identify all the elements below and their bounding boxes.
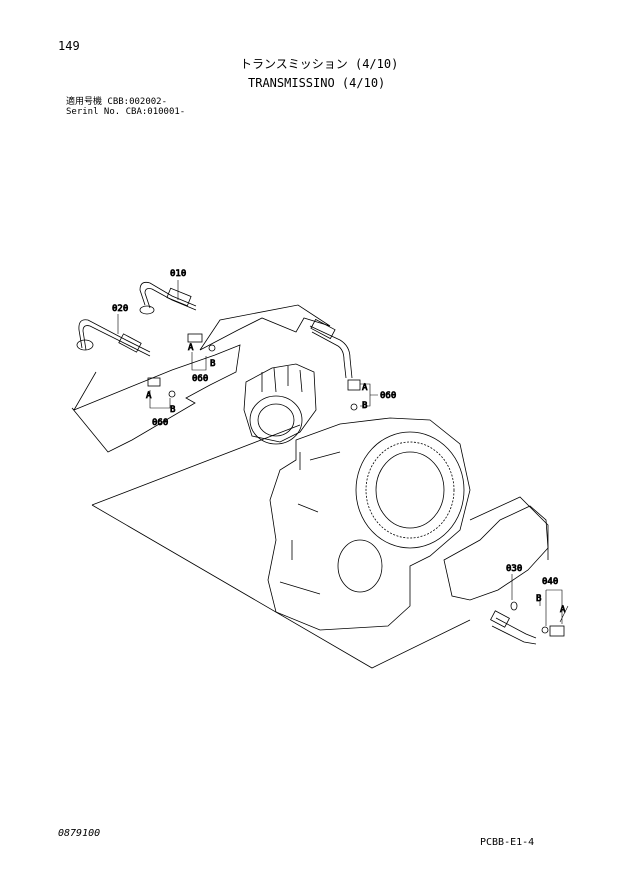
bolt-040 [549,625,565,637]
callout-060-upper: 060 [192,374,208,384]
pipe-right-upper [309,325,353,379]
applicable-serial-line: 適用号機 CBB:002002- [66,97,168,107]
document-code: 0879100 [58,828,101,839]
callout-040: 040 [542,577,558,587]
o-ring-030 [510,601,518,611]
washer-040 [541,626,549,634]
pipe-020 [78,319,151,357]
page-title-japanese: トランスミッション (4/10) [240,57,399,71]
housing-detail-lines [279,451,341,595]
callout-label-a: A [560,605,566,615]
callout-label-b: B [210,359,215,369]
page-number: 149 [58,39,80,53]
assembly-boundary-line-upper [73,304,331,411]
ring-gear-outer [355,431,465,549]
plate-code: PCBB-E1-4 [480,837,535,848]
callout-label-a: A [188,343,194,353]
assembly-boundary-line-outer [91,424,549,669]
ring-gear-bore [375,451,445,529]
pump-detail [261,366,303,393]
adapter-060-right [347,379,361,391]
pipe-020-nut [76,339,94,351]
callout-030: 030 [506,564,522,574]
pipe-020-end-fitting [118,333,142,353]
pipe-010-end-fitting [166,287,192,307]
page-title-english: TRANSMISSINO (4/10) [248,76,386,90]
pump-flange [249,395,303,445]
pipe-lower-right [491,617,537,645]
o-ring-left [168,390,176,398]
pipe-010 [139,281,197,311]
callout-010: 010 [170,269,186,279]
callout-label-b: B [362,401,367,411]
ring-gear-inner [365,441,455,539]
callout-020: 020 [112,304,128,314]
serial-number-line: Serinl No. CBA:010001- [66,107,186,117]
transmission-housing [267,417,471,631]
leader-lines [117,280,569,626]
lower-bore [337,539,383,593]
pump-body [243,363,317,443]
assembly-boundary-line [71,344,241,453]
side-cover [443,505,549,601]
callout-label-a: A [146,391,152,401]
pipe-right-upper-fitting [310,318,336,340]
adapter-060-upper [187,333,203,343]
callout-label-b: B [170,405,175,415]
adapter-060-left [147,377,161,387]
o-ring-upper [208,344,216,352]
pipe-010-nut [139,305,155,315]
callout-label-b: B [536,594,541,604]
callout-060-right: 060 [380,391,396,401]
callout-060-left: 060 [152,418,168,428]
pump-flange-inner [257,403,295,437]
pipe-lower-right-fitting [490,610,510,628]
o-ring-right [350,403,358,411]
callout-label-a: A [362,383,368,393]
